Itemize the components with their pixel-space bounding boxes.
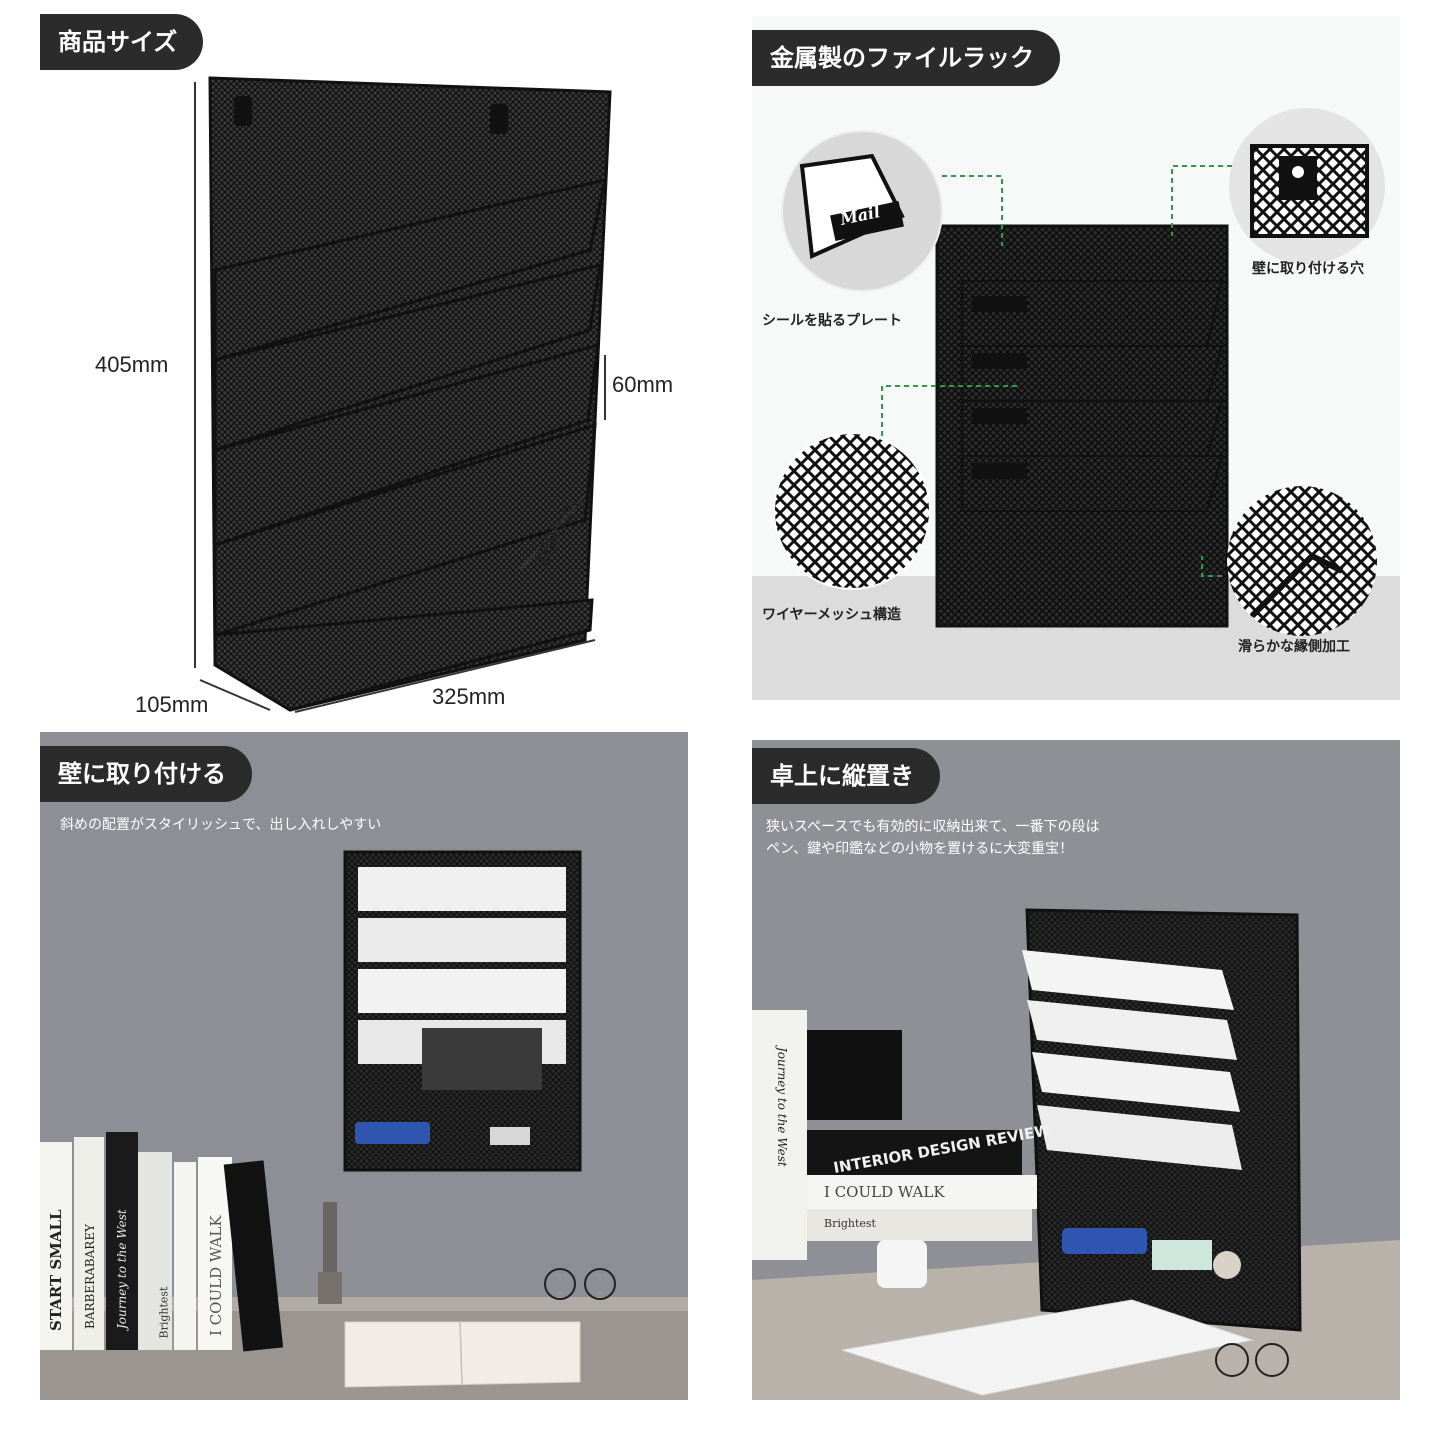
feature-illustration bbox=[752, 16, 1400, 700]
book-spine-start-small: START SMALL bbox=[47, 1209, 65, 1331]
book-spine-journey: Journey to the West bbox=[775, 1047, 789, 1167]
wall-caption: 斜めの配置がスタイリッシュで、出し入れしやすい bbox=[60, 817, 382, 833]
panel-size: 商品サイズ 405mm 60mm 168mm 105mm 325mm bbox=[0, 0, 720, 720]
desk-caption-line-2: ペン、鍵や印鑑などの小物を置けるに大変重宝！ bbox=[766, 841, 1074, 857]
book-spine-barberabarey: BARBERABAREY bbox=[83, 1224, 97, 1329]
height-dimension: 405mm bbox=[95, 352, 169, 377]
panel-desktop: 卓上に縦置き 狭いスペースでも有効的に収納出来て、一番下の段は ペン、鍵や印鑑な… bbox=[752, 740, 1400, 1400]
desk-scene bbox=[752, 908, 1400, 1400]
mesh-callout: ワイヤーメッシュ構造 bbox=[762, 607, 902, 623]
size-tag: 商品サイズ bbox=[40, 14, 204, 70]
book-spine-brightest: Brightest bbox=[824, 1217, 876, 1230]
hole-callout: 壁に取り付ける穴 bbox=[1252, 261, 1364, 277]
panel-metal-features: 金属製のファイルラック Mail シールを貼るプレート 壁に取り付ける穴 ワイヤ… bbox=[752, 16, 1400, 700]
metal-tag: 金属製のファイルラック bbox=[752, 30, 1060, 86]
wall-scene bbox=[40, 850, 688, 1400]
book-spine-journey: Journey to the West bbox=[115, 1209, 129, 1329]
book-spine-i-could-walk: I COULD WALK bbox=[824, 1183, 945, 1201]
rack-dimension-drawing bbox=[194, 76, 612, 713]
width-dimension: 325mm bbox=[432, 684, 506, 709]
desk-caption-line-1: 狭いスペースでも有効的に収納出来て、一番下の段は bbox=[766, 819, 1100, 835]
panel-wall-mount: 壁に取り付ける 斜めの配置がスタイリッシュで、出し入れしやすい START SM… bbox=[40, 732, 688, 1400]
wall-tag: 壁に取り付ける bbox=[40, 746, 252, 802]
gap-dimension: 60mm bbox=[612, 372, 674, 397]
book-spine-i-could-walk: I COULD WALK bbox=[207, 1215, 225, 1336]
book-spine-brightest: Brightest bbox=[157, 1286, 171, 1339]
plate-callout: シールを貼るプレート bbox=[762, 313, 902, 329]
depth-dimension: 105mm bbox=[135, 692, 209, 717]
desk-tag: 卓上に縦置き bbox=[752, 748, 940, 804]
edge-callout: 滑らかな縁側加工 bbox=[1238, 639, 1350, 655]
